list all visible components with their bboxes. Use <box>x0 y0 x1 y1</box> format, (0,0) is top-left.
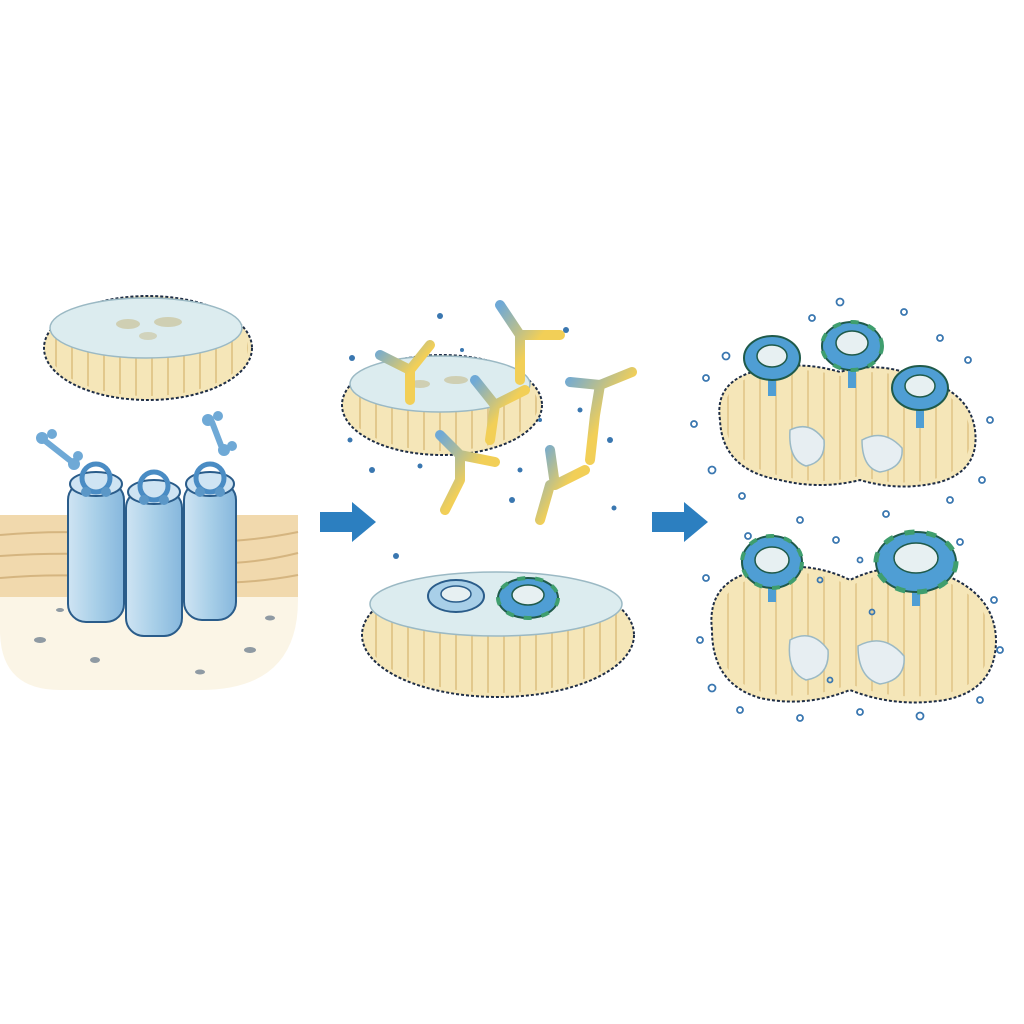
antibody <box>495 300 565 385</box>
pore-ring <box>820 320 884 388</box>
pore-ring <box>873 529 959 606</box>
particles <box>347 313 617 559</box>
pore-ring <box>496 576 560 620</box>
released-particles <box>690 297 1004 722</box>
arrow-right <box>320 502 376 542</box>
panel-1 <box>0 295 299 690</box>
panel-3 <box>690 297 1004 722</box>
antibody <box>565 367 637 465</box>
receptor-channel <box>67 461 125 623</box>
vesicle-disc <box>361 571 635 698</box>
panel-2 <box>341 300 637 698</box>
pore-ring <box>427 579 485 613</box>
pore-ring <box>891 365 949 428</box>
arrow-right <box>652 502 708 542</box>
pore-ring <box>743 335 801 396</box>
pore-ring <box>740 534 804 602</box>
receptor-channel <box>125 469 183 637</box>
lysed-vesicle <box>710 565 998 704</box>
vesicle-disc <box>43 295 253 401</box>
antibody <box>375 340 435 405</box>
antibody <box>535 445 590 525</box>
antibody <box>470 375 530 445</box>
ligand-molecule <box>36 429 83 470</box>
ligand-molecule <box>202 411 237 456</box>
antibody <box>435 430 500 515</box>
receptor-channel <box>183 461 237 621</box>
